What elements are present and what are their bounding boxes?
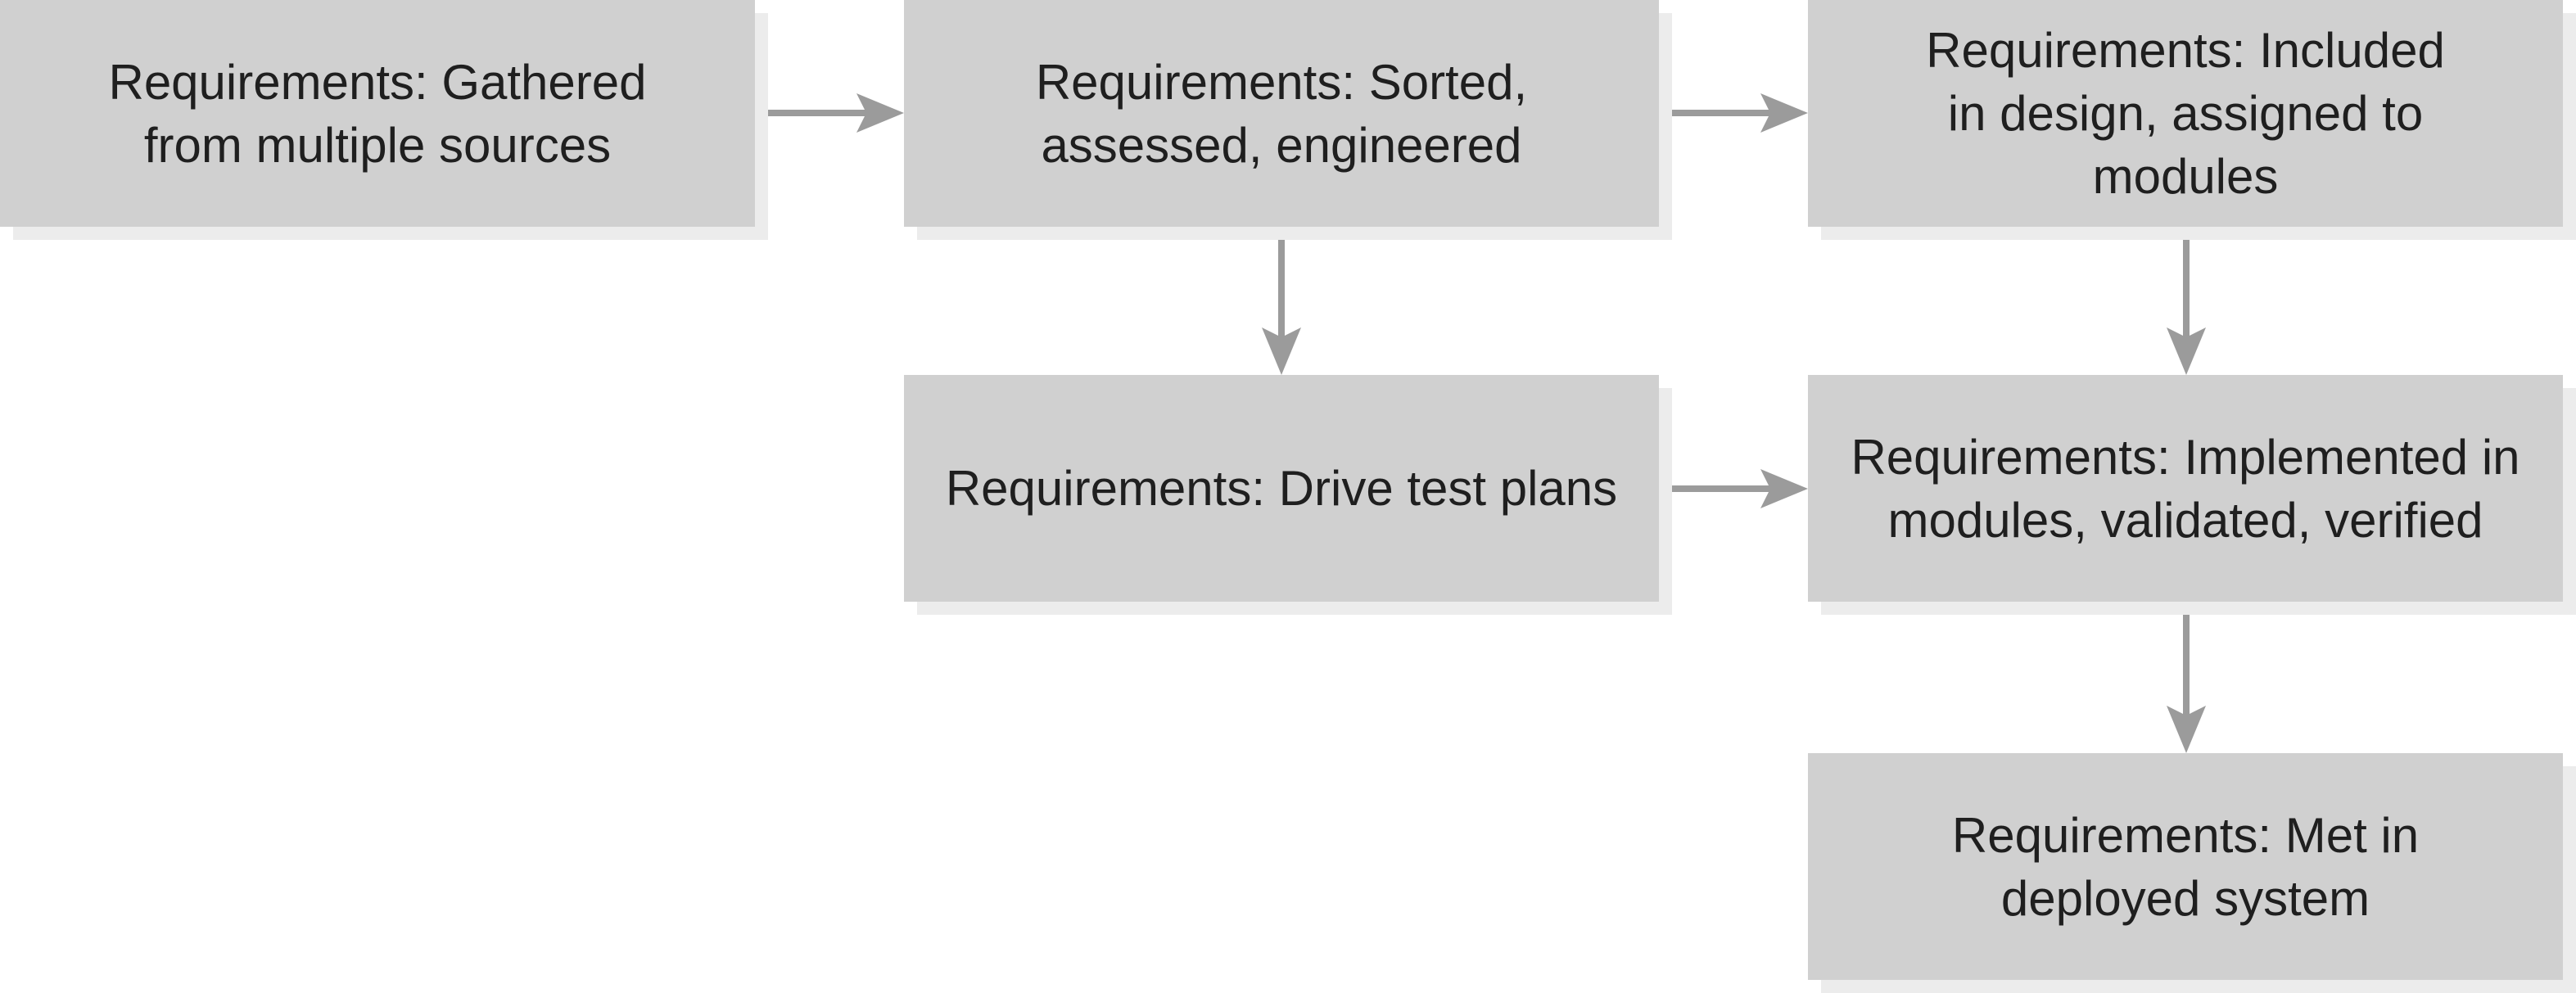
arrow-test-plans-to-implemented	[1658, 469, 1808, 508]
arrow-gathered-to-sorted	[755, 93, 904, 133]
node-sorted-label: Requirements: Sorted, assessed, engineer…	[1035, 54, 1528, 173]
node-gathered-label: Requirements: Gathered from multiple sou…	[108, 54, 647, 173]
node-met-label: Requirements: Met in deployed system	[1951, 807, 2420, 926]
node-included-label: Requirements: Included in design, assign…	[1926, 23, 2445, 204]
node-test-plans: Requirements: Drive test plans	[904, 375, 1659, 602]
node-included: Requirements: Included in design, assign…	[1808, 0, 2563, 227]
node-sorted: Requirements: Sorted, assessed, engineer…	[904, 0, 1659, 227]
node-gathered: Requirements: Gathered from multiple sou…	[0, 0, 755, 227]
node-implemented: Requirements: Implemented in modules, va…	[1808, 375, 2563, 602]
arrow-implemented-to-met	[2167, 602, 2206, 753]
arrow-sorted-to-test-plans	[1262, 227, 1301, 375]
node-met: Requirements: Met in deployed system	[1808, 753, 2563, 980]
arrow-included-to-implemented	[2167, 227, 2206, 375]
arrow-sorted-to-included	[1658, 93, 1808, 133]
node-implemented-label: Requirements: Implemented in modules, va…	[1851, 429, 2520, 548]
node-test-plans-label: Requirements: Drive test plans	[945, 461, 1618, 516]
